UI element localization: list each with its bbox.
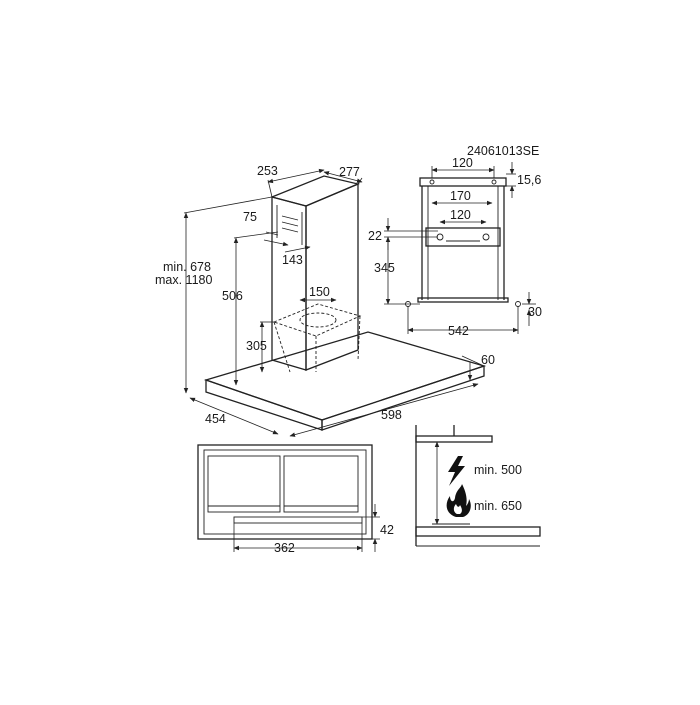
dim-canopy-edge: 60 [481,353,495,367]
bracket-dimensions [384,162,536,334]
clearance-electric-label: min. 500 [474,463,522,477]
chimney-vents [281,215,299,233]
chimney-top [269,175,361,207]
dim-bracket-top-offset: 15,6 [517,173,541,187]
dim-filter-height: 42 [380,523,394,537]
dim-height-min: min. 678 [163,260,211,274]
dim-chimney-depth: 277 [339,165,360,179]
dim-filter-width: 362 [274,541,295,555]
dim-height-305: 305 [246,339,267,353]
hood-dimension-labels: 253 277 75 143 150 min. 678 max. 1180 50… [155,164,495,426]
underside-view [197,444,373,540]
dim-duct-side: 143 [282,253,303,267]
hood-side-profile [415,435,493,443]
dim-bracket-slot-inner: 120 [450,208,471,222]
filter-left [207,455,281,513]
dim-bracket-hole-offset: 22 [368,229,382,243]
bracket-dimension-labels: 120 15,6 170 120 22 345 542 30 [368,156,542,338]
dim-canopy-width: 598 [381,408,402,422]
flame-icon [446,484,471,517]
clearance-gas-label: min. 650 [474,499,522,513]
underside-outer-frame [197,444,373,540]
dim-canopy-depth: 454 [205,412,226,426]
dim-bracket-base-width: 542 [448,324,469,338]
dim-bracket-slot-outer: 170 [450,189,471,203]
model-code: 24061013SE [467,144,539,158]
bracket-base [417,297,509,303]
dim-height-max: max. 1180 [155,273,212,287]
dim-bracket-height: 345 [374,261,395,275]
dim-outlet-diameter: 150 [309,285,330,299]
dim-bracket-base-offset: 30 [528,305,542,319]
hob-profile [415,526,541,537]
dim-chimney-width: 253 [257,164,278,178]
dim-height-506: 506 [222,289,243,303]
filter-right [283,455,359,513]
lightning-icon [448,456,465,486]
dim-duct-offset: 75 [243,210,257,224]
underside-dimensions [233,504,380,552]
motor-box-outline [272,303,362,373]
light-strip [233,516,363,524]
dim-bracket-top-width: 120 [452,156,473,170]
hood-dimensions [183,168,485,437]
bracket-top-plate [419,177,507,187]
clearance-view [415,425,541,547]
